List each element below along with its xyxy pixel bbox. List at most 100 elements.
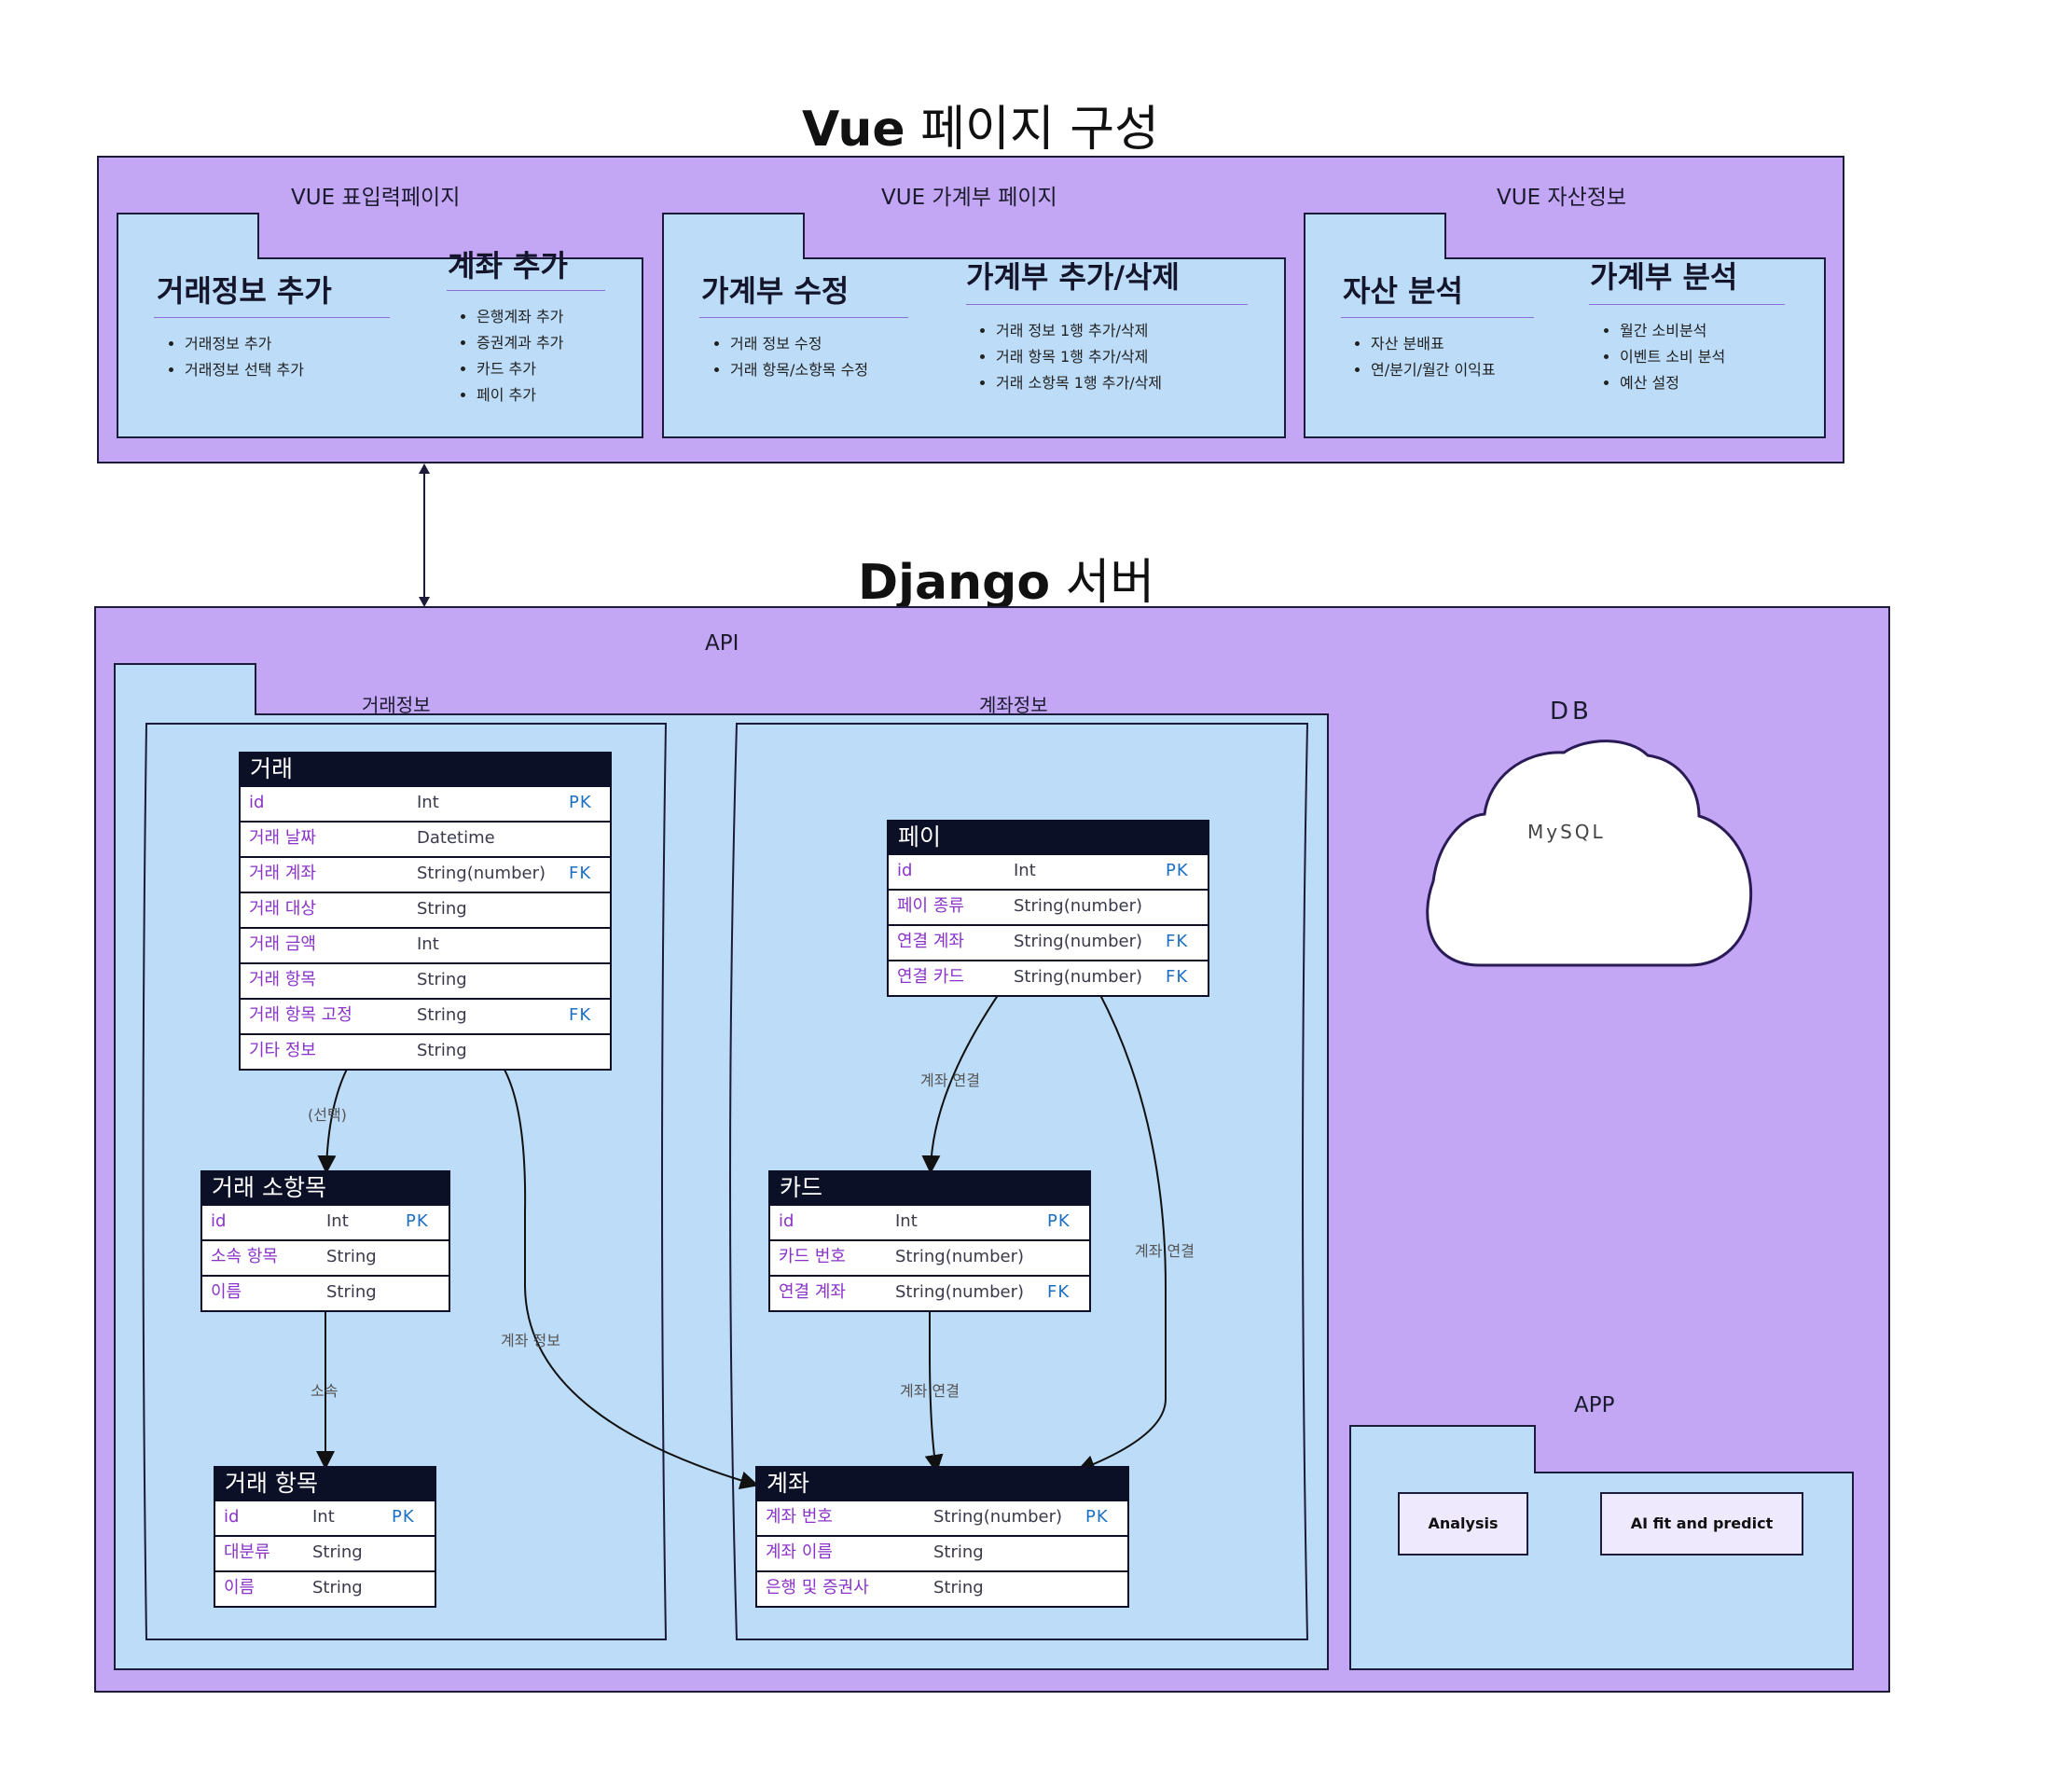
table-title: 거래 항목	[215, 1468, 435, 1500]
edge-label-trade-account: 계좌 정보	[501, 1332, 560, 1349]
field-type: Int	[1014, 861, 1036, 880]
list-item: 카드 추가	[477, 356, 563, 382]
vue-ledger-left-heading: 가계부 수정	[701, 273, 850, 309]
table-title: 거래 소항목	[202, 1172, 449, 1204]
field-name: 거래 계좌	[249, 864, 316, 883]
field-name: id	[211, 1211, 227, 1231]
group-label-accounts: 계좌정보	[979, 694, 1048, 716]
field-name: 연결 카드	[897, 967, 964, 987]
field-type: String(number)	[895, 1282, 1025, 1302]
vue-section-assets	[1304, 259, 1826, 438]
list-item: 월간 소비분석	[1620, 318, 1725, 344]
ai-fit-predict-button[interactable]: AI fit and predict	[1600, 1492, 1803, 1556]
edge-label-subitem-item: 소속	[311, 1382, 338, 1400]
field-type: Int	[326, 1211, 349, 1231]
field-type: String(number)	[895, 1247, 1025, 1266]
vue-ledger-left-list: 거래 정보 수정 거래 항목/소항목 수정	[704, 331, 868, 383]
table-title: 계좌	[757, 1468, 1127, 1500]
vue-ledger-right-list: 거래 정보 1행 추가/삭제 거래 항목 1행 추가/삭제 거래 소항목 1행 …	[970, 318, 1162, 396]
field-name: 대분류	[224, 1542, 270, 1562]
list-item: 증권계과 추가	[477, 330, 563, 356]
vue-section-tab-ledger	[662, 213, 805, 261]
list-item: 거래정보 추가	[185, 331, 304, 357]
vue-assets-left-list: 자산 분배표 연/분기/월간 이익표	[1345, 331, 1496, 383]
field-type: String	[417, 1005, 467, 1025]
field-type: Int	[895, 1211, 918, 1231]
vue-django-connector	[419, 463, 430, 607]
list-item: 페이 추가	[477, 382, 563, 408]
field-key: FK	[1166, 932, 1189, 951]
app-package-tab	[1349, 1425, 1536, 1475]
list-item: 연/분기/월간 이익표	[1371, 357, 1496, 383]
field-type: String	[933, 1578, 984, 1597]
field-type: String	[933, 1542, 984, 1562]
field-type: Int	[417, 793, 439, 812]
field-key: PK	[406, 1211, 429, 1231]
db-cloud-icon	[1426, 740, 1753, 967]
field-name: id	[249, 793, 265, 812]
edge-label-card-account: 계좌 연결	[900, 1382, 960, 1400]
list-item: 거래 항목 1행 추가/삭제	[996, 344, 1162, 370]
field-key: FK	[1047, 1282, 1071, 1302]
table-row: id Int PK	[202, 1204, 449, 1239]
api-package-tab	[114, 663, 256, 717]
table-row: 계좌 이름 String	[757, 1535, 1127, 1570]
vue-input-left-heading: 거래정보 추가	[157, 273, 332, 309]
db-engine-label: MySQL	[1527, 821, 1606, 843]
field-name: id	[224, 1507, 240, 1527]
table-row: 이름 String	[215, 1570, 435, 1606]
analysis-button[interactable]: Analysis	[1398, 1492, 1528, 1556]
field-type: String	[417, 899, 467, 919]
field-name: 이름	[224, 1578, 256, 1597]
list-item: 거래 정보 1행 추가/삭제	[996, 318, 1162, 344]
field-name: 은행 및 증권사	[766, 1578, 869, 1597]
list-item: 예산 설정	[1620, 370, 1725, 396]
field-name: 연결 계좌	[779, 1282, 846, 1302]
list-item: 자산 분배표	[1371, 331, 1496, 357]
vue-input-left-list: 거래정보 추가 거래정보 선택 추가	[159, 331, 304, 383]
edge-label-trade-subitem: (선택)	[308, 1106, 347, 1124]
vue-ledger-right-heading: 가계부 추가/삭제	[966, 259, 1180, 295]
vue-section-ledger	[662, 259, 1286, 438]
field-name: 계좌 이름	[766, 1542, 833, 1562]
django-title-bold: Django	[858, 555, 1051, 611]
edge-label-pay-card: 계좌 연결	[920, 1072, 980, 1089]
list-item: 은행계좌 추가	[477, 304, 563, 330]
vue-section-tab-input	[117, 213, 259, 261]
edge-label-pay-account: 계좌 연결	[1135, 1242, 1195, 1260]
table-title: 거래	[241, 754, 610, 785]
table-row: 연결 계좌 String(number) FK	[770, 1275, 1089, 1310]
field-key: FK	[569, 864, 592, 883]
field-name: 거래 날짜	[249, 828, 316, 848]
field-type: String(number)	[933, 1507, 1063, 1527]
table-title: 페이	[889, 822, 1208, 853]
field-key: PK	[1047, 1211, 1071, 1231]
field-type: String	[326, 1282, 377, 1302]
field-name: 거래 항목	[249, 970, 316, 989]
field-key: FK	[1166, 967, 1189, 987]
list-item: 거래 항목/소항목 수정	[730, 357, 868, 383]
field-type: String	[312, 1578, 363, 1597]
field-key: PK	[1085, 1507, 1109, 1527]
field-name: 소속 항목	[211, 1247, 278, 1266]
field-name: 거래 금액	[249, 934, 316, 954]
vue-input-right-list: 은행계좌 추가 증권계과 추가 카드 추가 페이 추가	[450, 304, 563, 408]
django-title: Django 서버	[858, 543, 1154, 613]
